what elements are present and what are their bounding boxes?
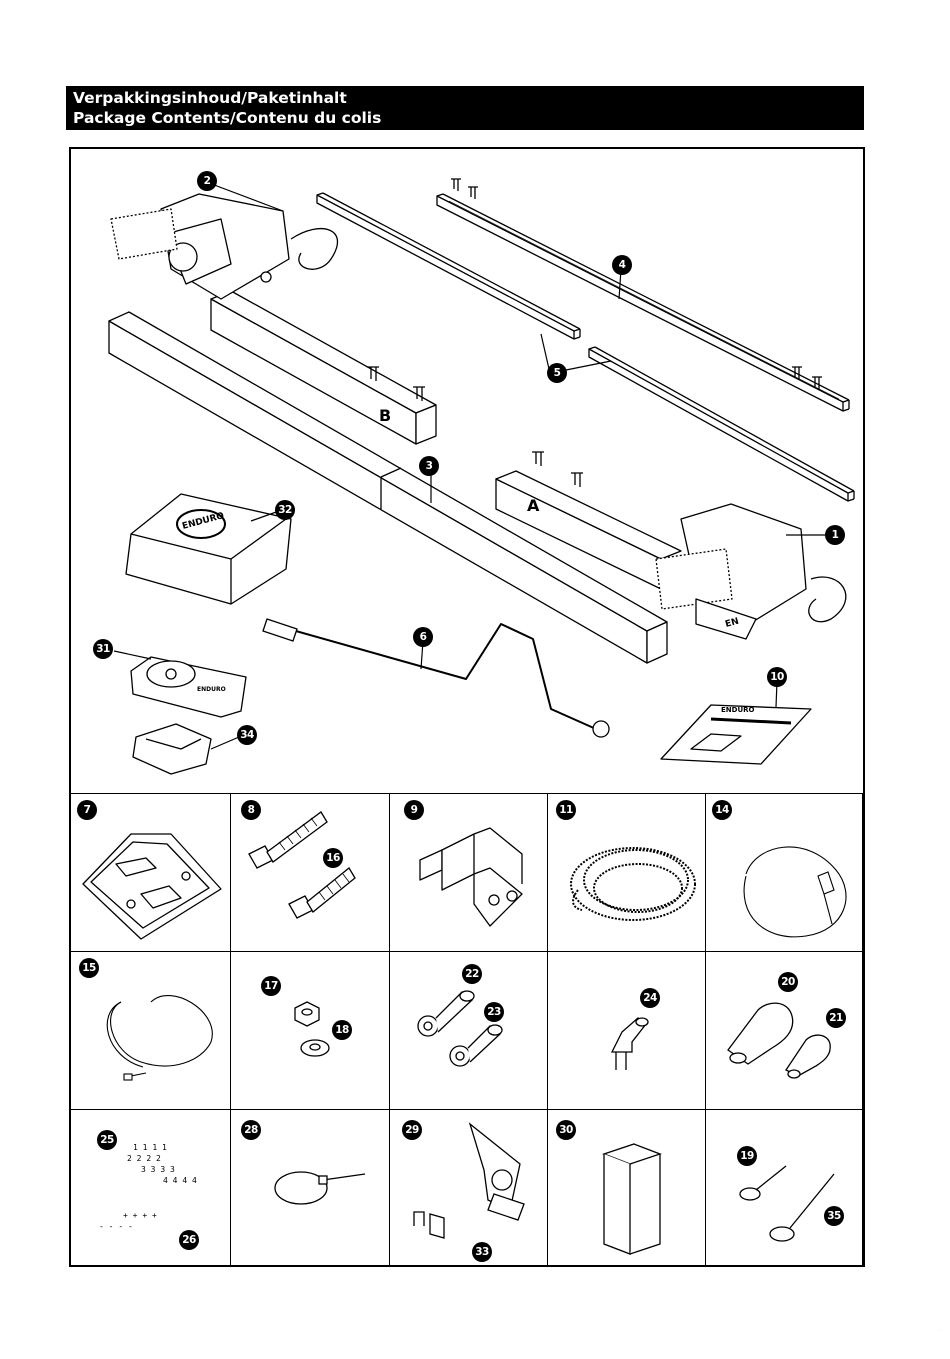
part-badge-32: 32 <box>275 500 295 520</box>
part-badge-25: 25 <box>97 1130 117 1150</box>
motor-b-letter: B <box>379 406 391 425</box>
cell-part-15: 15 <box>71 951 231 1109</box>
motor-a-drawing <box>656 504 846 639</box>
cable-clips-icon <box>706 952 863 1110</box>
motor-b-drawing <box>111 194 337 299</box>
cell-part-7: 7 <box>71 793 231 951</box>
remote-holder-34-drawing <box>133 724 211 774</box>
isolator-switch-icon <box>390 1110 548 1266</box>
cell-part-9: 9 <box>390 793 548 951</box>
main-assembly-illustration: B A ENDURO ENDURO ENDURO EN 2 4 5 <box>71 149 863 793</box>
cell-part-17-18: 17 18 <box>231 951 390 1109</box>
part-badge-2: 2 <box>197 171 217 191</box>
ring-terminals-icon <box>390 952 548 1110</box>
page-dot: · <box>938 1328 940 1335</box>
cell-part-14: 14 <box>706 793 863 951</box>
nut-washer-icon <box>231 952 390 1110</box>
part-badge-1: 1 <box>825 525 845 545</box>
cell-part-8-16: 8 16 <box>231 793 390 951</box>
fused-cable-icon <box>706 794 863 952</box>
connecting-bar-5b-drawing <box>589 347 854 501</box>
bolts-icon <box>231 794 390 952</box>
cell-part-29-33: 29 33 <box>390 1109 548 1265</box>
crank-handle-6-drawing <box>263 619 609 737</box>
cell-part-24: 24 <box>548 951 706 1109</box>
cell-part-22-23: 22 23 <box>390 951 548 1109</box>
part-badge-5: 5 <box>547 363 567 383</box>
number-marker-strip: 1 1 1 1 2 2 2 2 3 3 3 3 4 4 4 4 <box>123 1142 197 1186</box>
cell-part-20-21: 20 21 <box>706 951 863 1109</box>
corrugated-hose-icon <box>548 794 706 952</box>
cell-part-11: 11 <box>548 793 706 951</box>
polarity-marker-strip: + + + + - - - - <box>99 1210 157 1232</box>
remote-brand: ENDURO <box>197 686 226 693</box>
assembly-drawing: B A ENDURO ENDURO ENDURO EN <box>71 149 863 793</box>
remote-31-drawing <box>131 657 246 717</box>
part-badge-31: 31 <box>93 639 113 659</box>
control-box-32-drawing <box>126 494 291 604</box>
part-badge-4: 4 <box>612 255 632 275</box>
part-badge-10: 10 <box>767 667 787 687</box>
part-badge-34: 34 <box>237 725 257 745</box>
motor-a-letter: A <box>527 496 540 515</box>
cell-part-30: 30 <box>548 1109 706 1265</box>
connecting-bar-5a-drawing <box>317 193 580 339</box>
parts-grid: 7 8 16 <box>71 793 863 1265</box>
cell-part-19-35: 19 35 <box>706 1109 863 1265</box>
header-title-line2: Package Contents/Contenu du colis <box>73 108 857 128</box>
part-badge-6: 6 <box>413 627 433 647</box>
part-badge-26: 26 <box>179 1230 199 1250</box>
section-header: Verpakkingsinhoud/Paketinhalt Package Co… <box>66 86 864 130</box>
fork-terminal-icon <box>548 952 706 1110</box>
manual-brand: ENDURO <box>721 706 755 714</box>
contents-frame: B A ENDURO ENDURO ENDURO EN 2 4 5 <box>69 147 865 1267</box>
long-tube-3-drawing <box>109 312 667 663</box>
header-title-line1: Verpakkingsinhoud/Paketinhalt <box>73 88 857 108</box>
omega-bracket-icon <box>390 794 548 952</box>
square-tube-sleeve-icon <box>548 1110 706 1266</box>
mounting-bracket-icon <box>71 794 231 952</box>
part-badge-3: 3 <box>419 456 439 476</box>
screws-icon <box>706 1110 863 1266</box>
cell-part-25-26: 25 26 1 1 1 1 2 2 2 2 3 3 3 3 4 4 4 4 + … <box>71 1109 231 1265</box>
cable-tie-icon <box>231 1110 390 1266</box>
wire-cable-icon <box>71 952 231 1110</box>
cell-part-28: 28 <box>231 1109 390 1265</box>
